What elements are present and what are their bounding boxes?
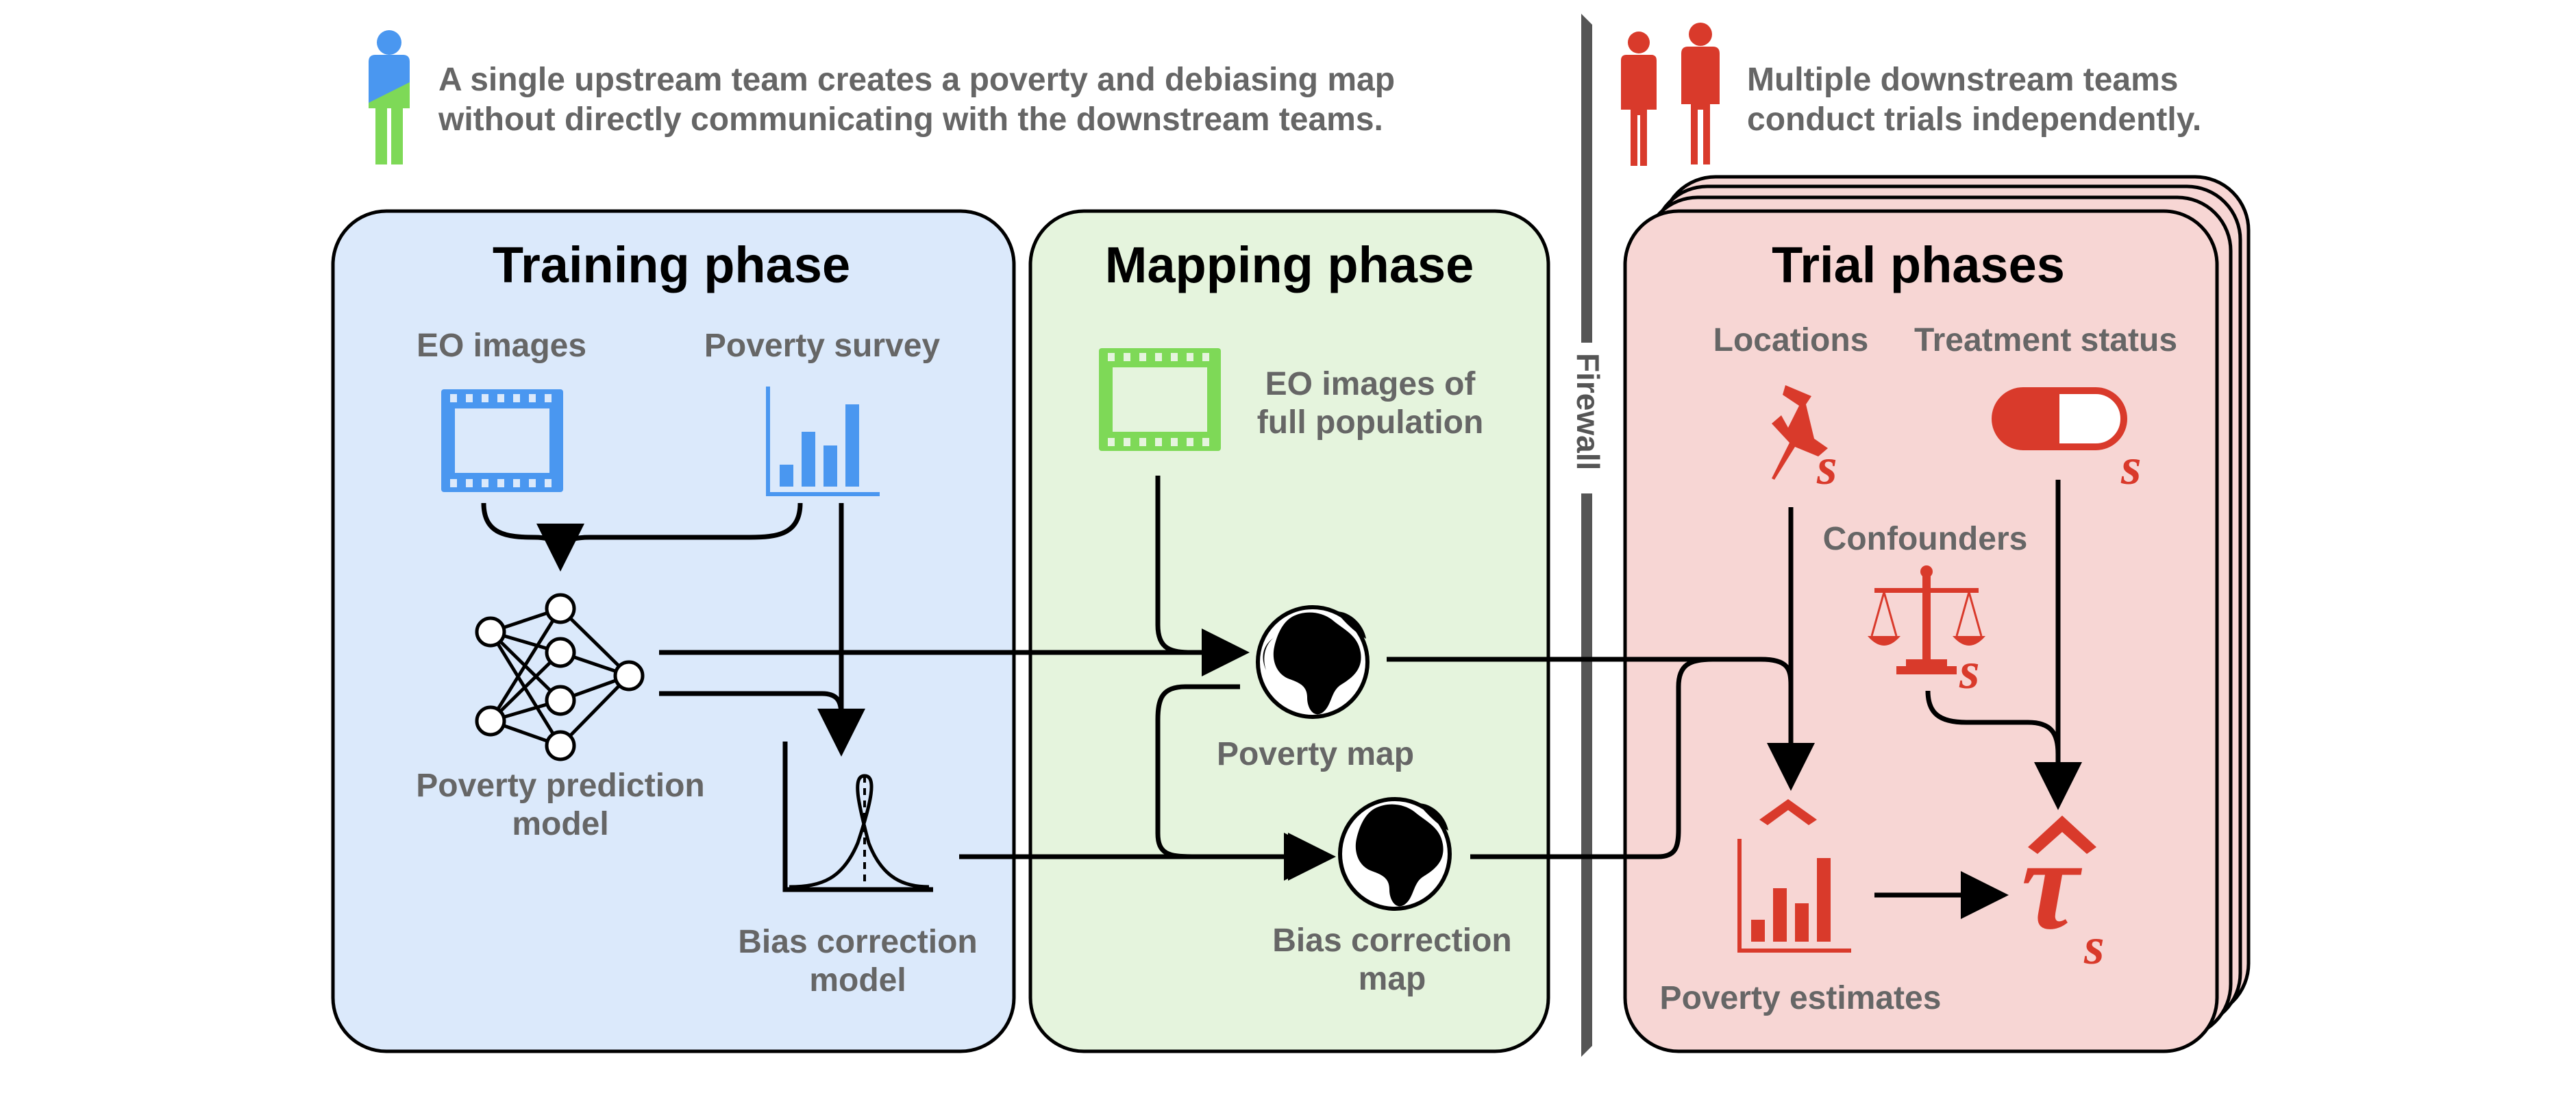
bias-correction-map-globe-icon xyxy=(1338,797,1452,911)
locations-subscript: s xyxy=(1816,438,1837,496)
downstream-description-line1: Multiple downstream teams xyxy=(1747,62,2178,98)
poverty-prediction-model-icon xyxy=(475,593,645,761)
bias-correction-model-label-line1: Bias correction xyxy=(738,924,977,960)
full-population-label-line1: EO images of xyxy=(1265,366,1476,402)
eo-images-label: EO images xyxy=(417,328,586,364)
firewall: Firewall xyxy=(1570,14,1606,1057)
poverty-survey-label: Poverty survey xyxy=(704,328,941,364)
downstream-description-line2: conduct trials independently. xyxy=(1747,101,2201,138)
poverty-map-label: Poverty map xyxy=(1217,736,1414,772)
poverty-map-globe-icon xyxy=(1256,605,1370,719)
full-population-film-icon xyxy=(1099,348,1221,451)
confounders-label: Confounders xyxy=(1823,521,2028,557)
bias-correction-model-label-line2: model xyxy=(809,962,906,999)
firewall-label: Firewall xyxy=(1570,353,1606,470)
flow-arrows xyxy=(481,476,2082,919)
upstream-team-icon xyxy=(369,30,410,164)
tau-subscript: s xyxy=(2083,918,2105,975)
bias-correction-map-label-line1: Bias correction xyxy=(1272,922,1511,959)
treatment-status-label: Treatment status xyxy=(1914,322,2177,358)
poverty-survey-chart-icon xyxy=(766,387,880,496)
upstream-description-line2: without directly communicating with the … xyxy=(438,101,1383,138)
confounders-scale-icon xyxy=(1868,565,1985,674)
location-pin-icon xyxy=(1772,385,1828,480)
confounders-subscript: s xyxy=(1959,642,1980,700)
upstream-description-line1: A single upstream team creates a poverty… xyxy=(438,62,1395,98)
poverty-estimates-chart-icon xyxy=(1737,839,1851,953)
treatment-pill-icon xyxy=(1992,387,2127,450)
treatment-subscript: s xyxy=(2120,438,2142,496)
tau-hat-icon xyxy=(2028,816,2096,854)
downstream-teams-icon xyxy=(1621,23,1720,166)
training-phase-title: Training phase xyxy=(493,236,850,293)
bias-correction-map-label-line2: map xyxy=(1359,961,1426,997)
poverty-prediction-model-label-line2: model xyxy=(512,806,608,842)
mapping-phase-title: Mapping phase xyxy=(1105,236,1474,293)
trial-phase-title: Trial phases xyxy=(1772,236,2065,293)
estimates-hat-icon xyxy=(1759,799,1817,825)
poverty-prediction-model-label-line1: Poverty prediction xyxy=(416,768,704,804)
trial-phase-stack xyxy=(1623,175,2251,1053)
locations-label: Locations xyxy=(1713,322,1869,358)
bias-correction-model-icon xyxy=(782,742,933,892)
tau-symbol: τ xyxy=(2021,813,2083,957)
full-population-label-line2: full population xyxy=(1257,404,1484,441)
poverty-estimates-label: Poverty estimates xyxy=(1660,980,1942,1016)
eo-images-film-icon xyxy=(441,389,563,492)
